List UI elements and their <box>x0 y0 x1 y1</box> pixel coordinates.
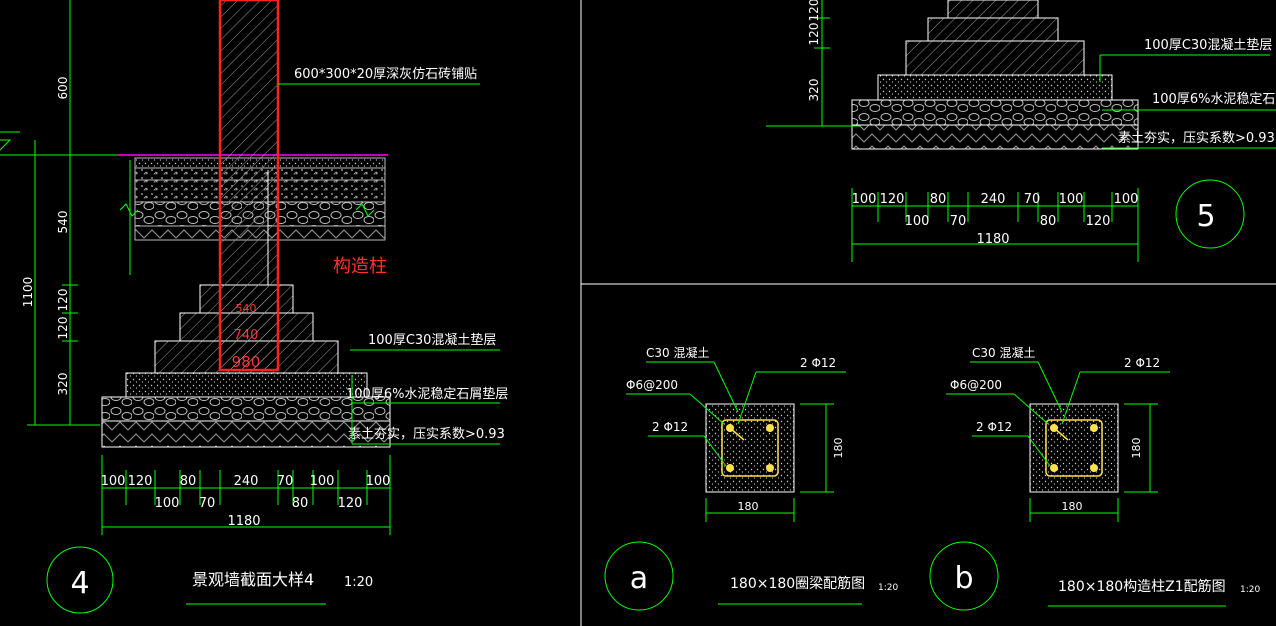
vdim-320: 320 <box>56 373 70 396</box>
b-concrete-label: C30 混凝土 <box>972 345 1035 360</box>
d5-hdim-80: 80 <box>930 192 947 207</box>
beam-section <box>705 403 795 493</box>
hdim-100-c: 100 <box>366 474 391 489</box>
hdim-100: 100 <box>101 474 126 489</box>
vdim-120-a: 120 <box>56 289 70 312</box>
d5-vdim-120-a: 120 <box>807 0 821 21</box>
hdim-total-1180: 1180 <box>227 514 260 529</box>
hdim-100-b: 100 <box>310 474 335 489</box>
stirrup-outline-b <box>1045 419 1103 477</box>
stirrup-outline <box>721 419 779 477</box>
detail4-title-block: 4 景观墙截面大样4 1:20 <box>46 546 373 614</box>
b-width-180: 180 <box>1062 500 1083 513</box>
detail-a-title: 180×180圈梁配筋图 <box>730 575 865 592</box>
rebar-dot <box>1090 424 1098 432</box>
detail5-notes: 100厚C30混凝土垫层 100厚6%水泥稳定石屑 素土夯实，压实系数>0.93 <box>1099 37 1276 149</box>
detail-a-scale: 1:20 <box>878 583 898 593</box>
d5-note-soil: 素土夯实，压实系数>0.93 <box>1118 131 1275 146</box>
detail-number-b: b <box>954 561 973 596</box>
d5-hdim-total-1180: 1180 <box>976 232 1009 247</box>
note-tile: 600*300*20厚深灰仿石砖铺贴 <box>294 67 477 82</box>
vdim-540: 540 <box>56 211 70 234</box>
panel-borders <box>580 0 1276 626</box>
note-stone: 100厚6%水泥稳定石屑垫层 <box>346 386 508 402</box>
detail-a: C30 混凝土 Φ6@200 2 Φ12 2 Φ12 180 180 a 180… <box>604 345 898 611</box>
detail-4: 600 540 120 120 320 1100 54 <box>0 0 508 614</box>
wall-column <box>218 0 280 372</box>
hdim-240: 240 <box>234 474 259 489</box>
vdim-600: 600 <box>56 77 70 100</box>
d5-hdim-bottom-70: 70 <box>950 214 967 229</box>
detail-b-title: 180×180构造柱Z1配筋图 <box>1058 578 1226 595</box>
note-soil: 素土夯实，压实系数>0.93 <box>348 427 505 442</box>
rebar-dot <box>1090 464 1098 472</box>
d5-hdim-100: 100 <box>852 192 877 207</box>
vertical-dimension: 600 540 120 120 320 1100 <box>0 0 130 426</box>
detail4-title: 景观墙截面大样4 <box>192 570 314 589</box>
d5-hdim-100-b: 100 <box>1059 192 1084 207</box>
detail4-scale: 1:20 <box>344 575 373 590</box>
d5-hdim-bottom-100: 100 <box>905 214 930 229</box>
hdim-120: 120 <box>128 474 153 489</box>
detail-number-5: 5 <box>1196 199 1215 234</box>
column-highlight-box <box>218 0 280 372</box>
detail-b-scale: 1:20 <box>1240 585 1260 595</box>
detail5-footing <box>851 0 1139 150</box>
detail-b: C30 混凝土 Φ6@200 2 Φ12 2 Φ12 180 180 b 180… <box>929 345 1260 611</box>
d5-hdim-bottom-80: 80 <box>1040 214 1057 229</box>
hdim-70: 70 <box>277 474 294 489</box>
a-bar-top-label: 2 Φ12 <box>800 356 836 370</box>
note-concrete: 100厚C30混凝土垫层 <box>368 332 496 348</box>
callout-gouzao-column: 构造柱 <box>333 256 387 277</box>
rebar-dot <box>1050 464 1058 472</box>
rebar-dot <box>766 464 774 472</box>
d5-hdim-bottom-120: 120 <box>1086 214 1111 229</box>
a-concrete-label: C30 混凝土 <box>646 345 709 360</box>
d5-hdim-100-c: 100 <box>1114 192 1139 207</box>
d5-note-concrete: 100厚C30混凝土垫层 <box>1144 37 1272 53</box>
detail-5: 120 120 320 100厚C30混凝土垫层 100厚6%水泥稳定石屑 素土… <box>766 0 1276 262</box>
detail-number-4: 4 <box>70 566 89 601</box>
hdim-bottom-100: 100 <box>155 496 180 511</box>
rebar-dot <box>726 424 734 432</box>
rebar-dot <box>1050 424 1058 432</box>
detail4-hdims: 100 120 80 240 70 100 100 100 70 80 120 … <box>101 455 391 535</box>
hdim-bottom-80: 80 <box>292 496 309 511</box>
a-width-180: 180 <box>738 500 759 513</box>
vdim-120-b: 120 <box>56 317 70 340</box>
b-bar-bottom-label: 2 Φ12 <box>976 420 1012 434</box>
rebar-dot <box>726 464 734 472</box>
column-section <box>1029 403 1119 493</box>
d5-note-stone: 100厚6%水泥稳定石屑 <box>1152 91 1276 107</box>
detail5-title-block: 5 <box>1175 179 1245 249</box>
d5-hdim-240: 240 <box>981 192 1006 207</box>
b-stirrup-label: Φ6@200 <box>950 378 1002 392</box>
detail-number-a: a <box>630 561 648 596</box>
rebar-dot <box>766 424 774 432</box>
a-stirrup-label: Φ6@200 <box>626 378 678 392</box>
detail5-hdims: 100 120 80 240 70 100 100 100 70 80 120 … <box>851 188 1139 262</box>
d5-vdim-320: 320 <box>807 79 821 102</box>
detail4-notes: 600*300*20厚深灰仿石砖铺贴 100厚C30混凝土垫层 100厚6%水泥… <box>278 67 508 445</box>
a-bar-bottom-label: 2 Φ12 <box>652 420 688 434</box>
hdim-bottom-70: 70 <box>199 496 216 511</box>
b-height-180: 180 <box>1130 438 1143 459</box>
d5-vdim-120-b: 120 <box>807 23 821 46</box>
hdim-80: 80 <box>180 474 197 489</box>
vdim-1100: 1100 <box>21 277 35 308</box>
hdim-bottom-120: 120 <box>338 496 363 511</box>
d5-hdim-120: 120 <box>880 192 905 207</box>
b-bar-top-label: 2 Φ12 <box>1124 356 1160 370</box>
detail5-vdims: 120 120 320 <box>766 0 860 127</box>
d5-hdim-70: 70 <box>1024 192 1041 207</box>
a-height-180: 180 <box>832 438 845 459</box>
